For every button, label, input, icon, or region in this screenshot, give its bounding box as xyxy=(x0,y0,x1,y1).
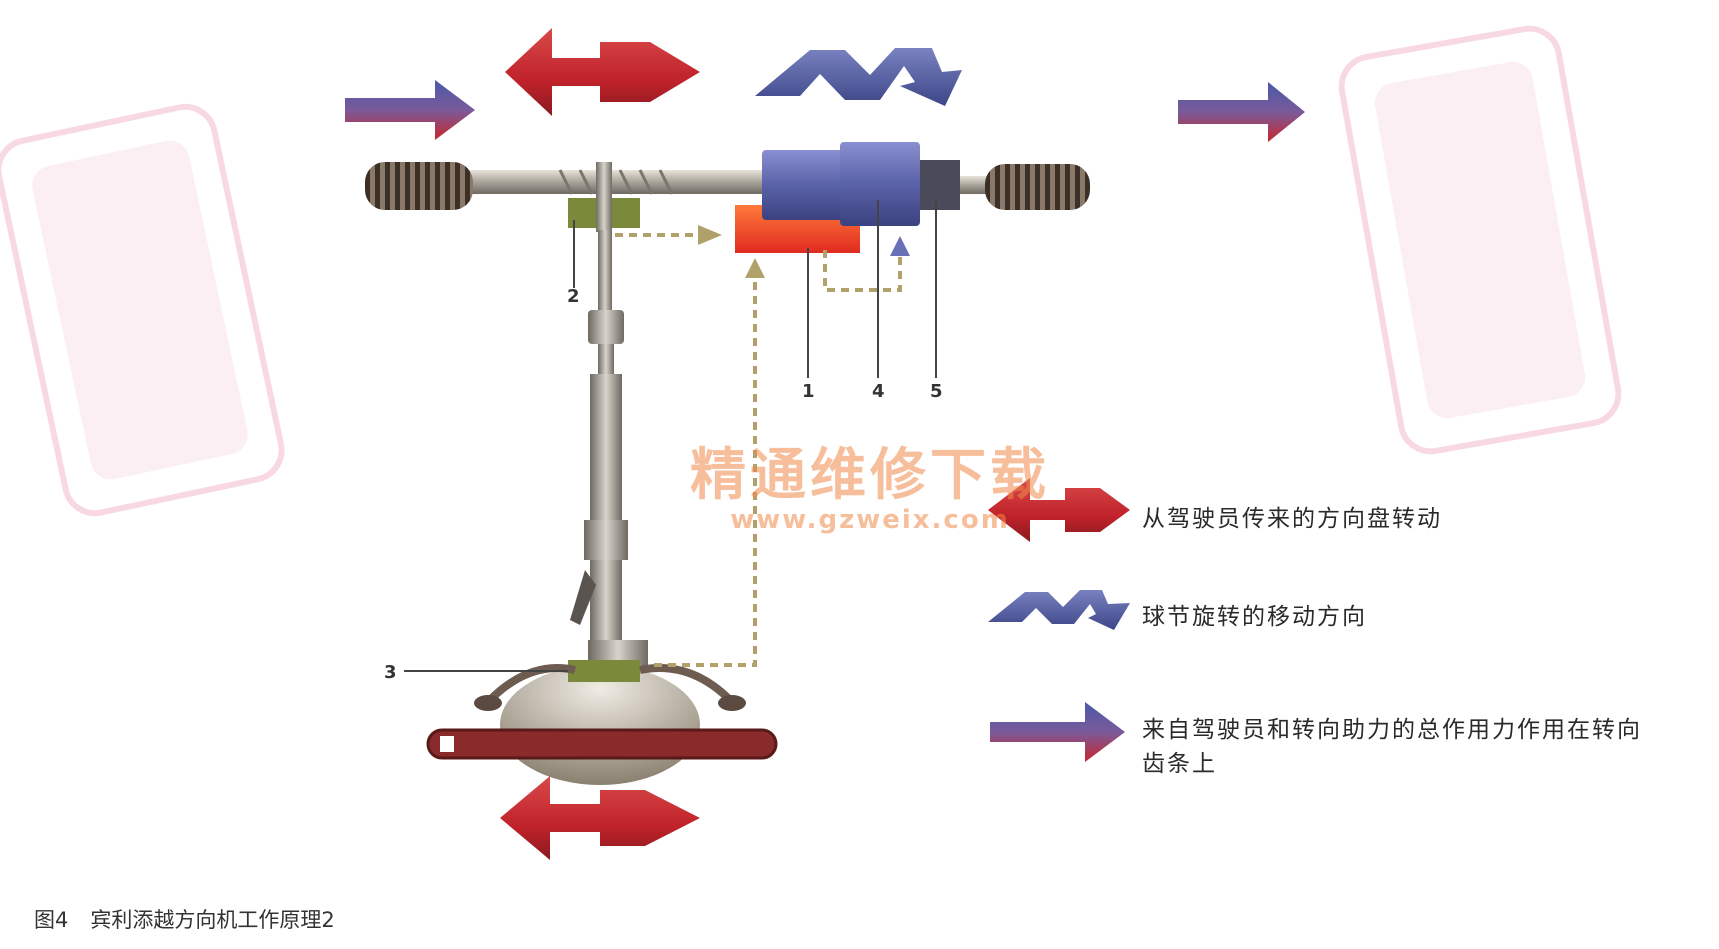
legend-icon-zigzag-arrow xyxy=(988,590,1130,630)
right-tie-rod-boot xyxy=(985,164,1090,210)
legend-text-total-force-line1: 来自驾驶员和转向助力的总作用力作用在转向 xyxy=(1142,717,1642,743)
legend-icon-force-arrow xyxy=(990,702,1125,762)
signal-arrowhead-ecu xyxy=(698,225,722,245)
left-wheel-ghost xyxy=(0,103,285,517)
legend-text-total-force: 来自驾驶员和转向助力的总作用力作用在转向 齿条上 xyxy=(1142,713,1712,781)
steering-column xyxy=(570,230,648,670)
signal-lines xyxy=(615,233,902,667)
part-label-1: 1 xyxy=(802,381,815,402)
steering-rack xyxy=(470,169,988,195)
watermark-title: 精通维修下载 xyxy=(690,442,1050,508)
part-label-3: 3 xyxy=(384,662,397,683)
legend-text-steering-input: 从驾驶员传来的方向盘转动 xyxy=(1142,506,1442,532)
right-wheel-ghost xyxy=(1338,25,1622,455)
legend-icon-double-arrow xyxy=(988,478,1130,542)
steering-wheel xyxy=(426,660,778,785)
callout-lines xyxy=(404,200,937,672)
signal-arrowhead-up-left xyxy=(745,258,765,278)
steering-input-arrow-bottom xyxy=(500,776,700,860)
figure-title: 宾利添越方向机工作原理2 xyxy=(90,908,335,932)
ball-joint-zigzag-arrow-top xyxy=(755,48,962,106)
steering-input-arrow-top xyxy=(505,28,700,116)
signal-arrowhead-up-right xyxy=(890,236,910,256)
pinion-housing xyxy=(568,162,640,232)
watermark-url: www.gzweix.com xyxy=(730,505,1010,535)
part-label-2: 2 xyxy=(567,286,580,307)
watermark: 精通维修下载 www.gzweix.com xyxy=(690,430,1050,535)
position-sensor xyxy=(920,160,960,210)
figure-number: 图4 xyxy=(34,908,69,932)
force-arrow-left xyxy=(345,80,475,140)
legend-text-total-force-line2: 齿条上 xyxy=(1142,751,1217,777)
part-label-5: 5 xyxy=(930,381,943,402)
legend-text-ball-joint: 球节旋转的移动方向 xyxy=(1142,604,1367,630)
electric-motor xyxy=(762,142,920,226)
part-label-4: 4 xyxy=(872,381,885,402)
figure-caption: 图4 宾利添越方向机工作原理2 xyxy=(34,904,357,934)
force-arrow-right xyxy=(1178,82,1305,142)
left-tie-rod-boot xyxy=(365,162,473,210)
